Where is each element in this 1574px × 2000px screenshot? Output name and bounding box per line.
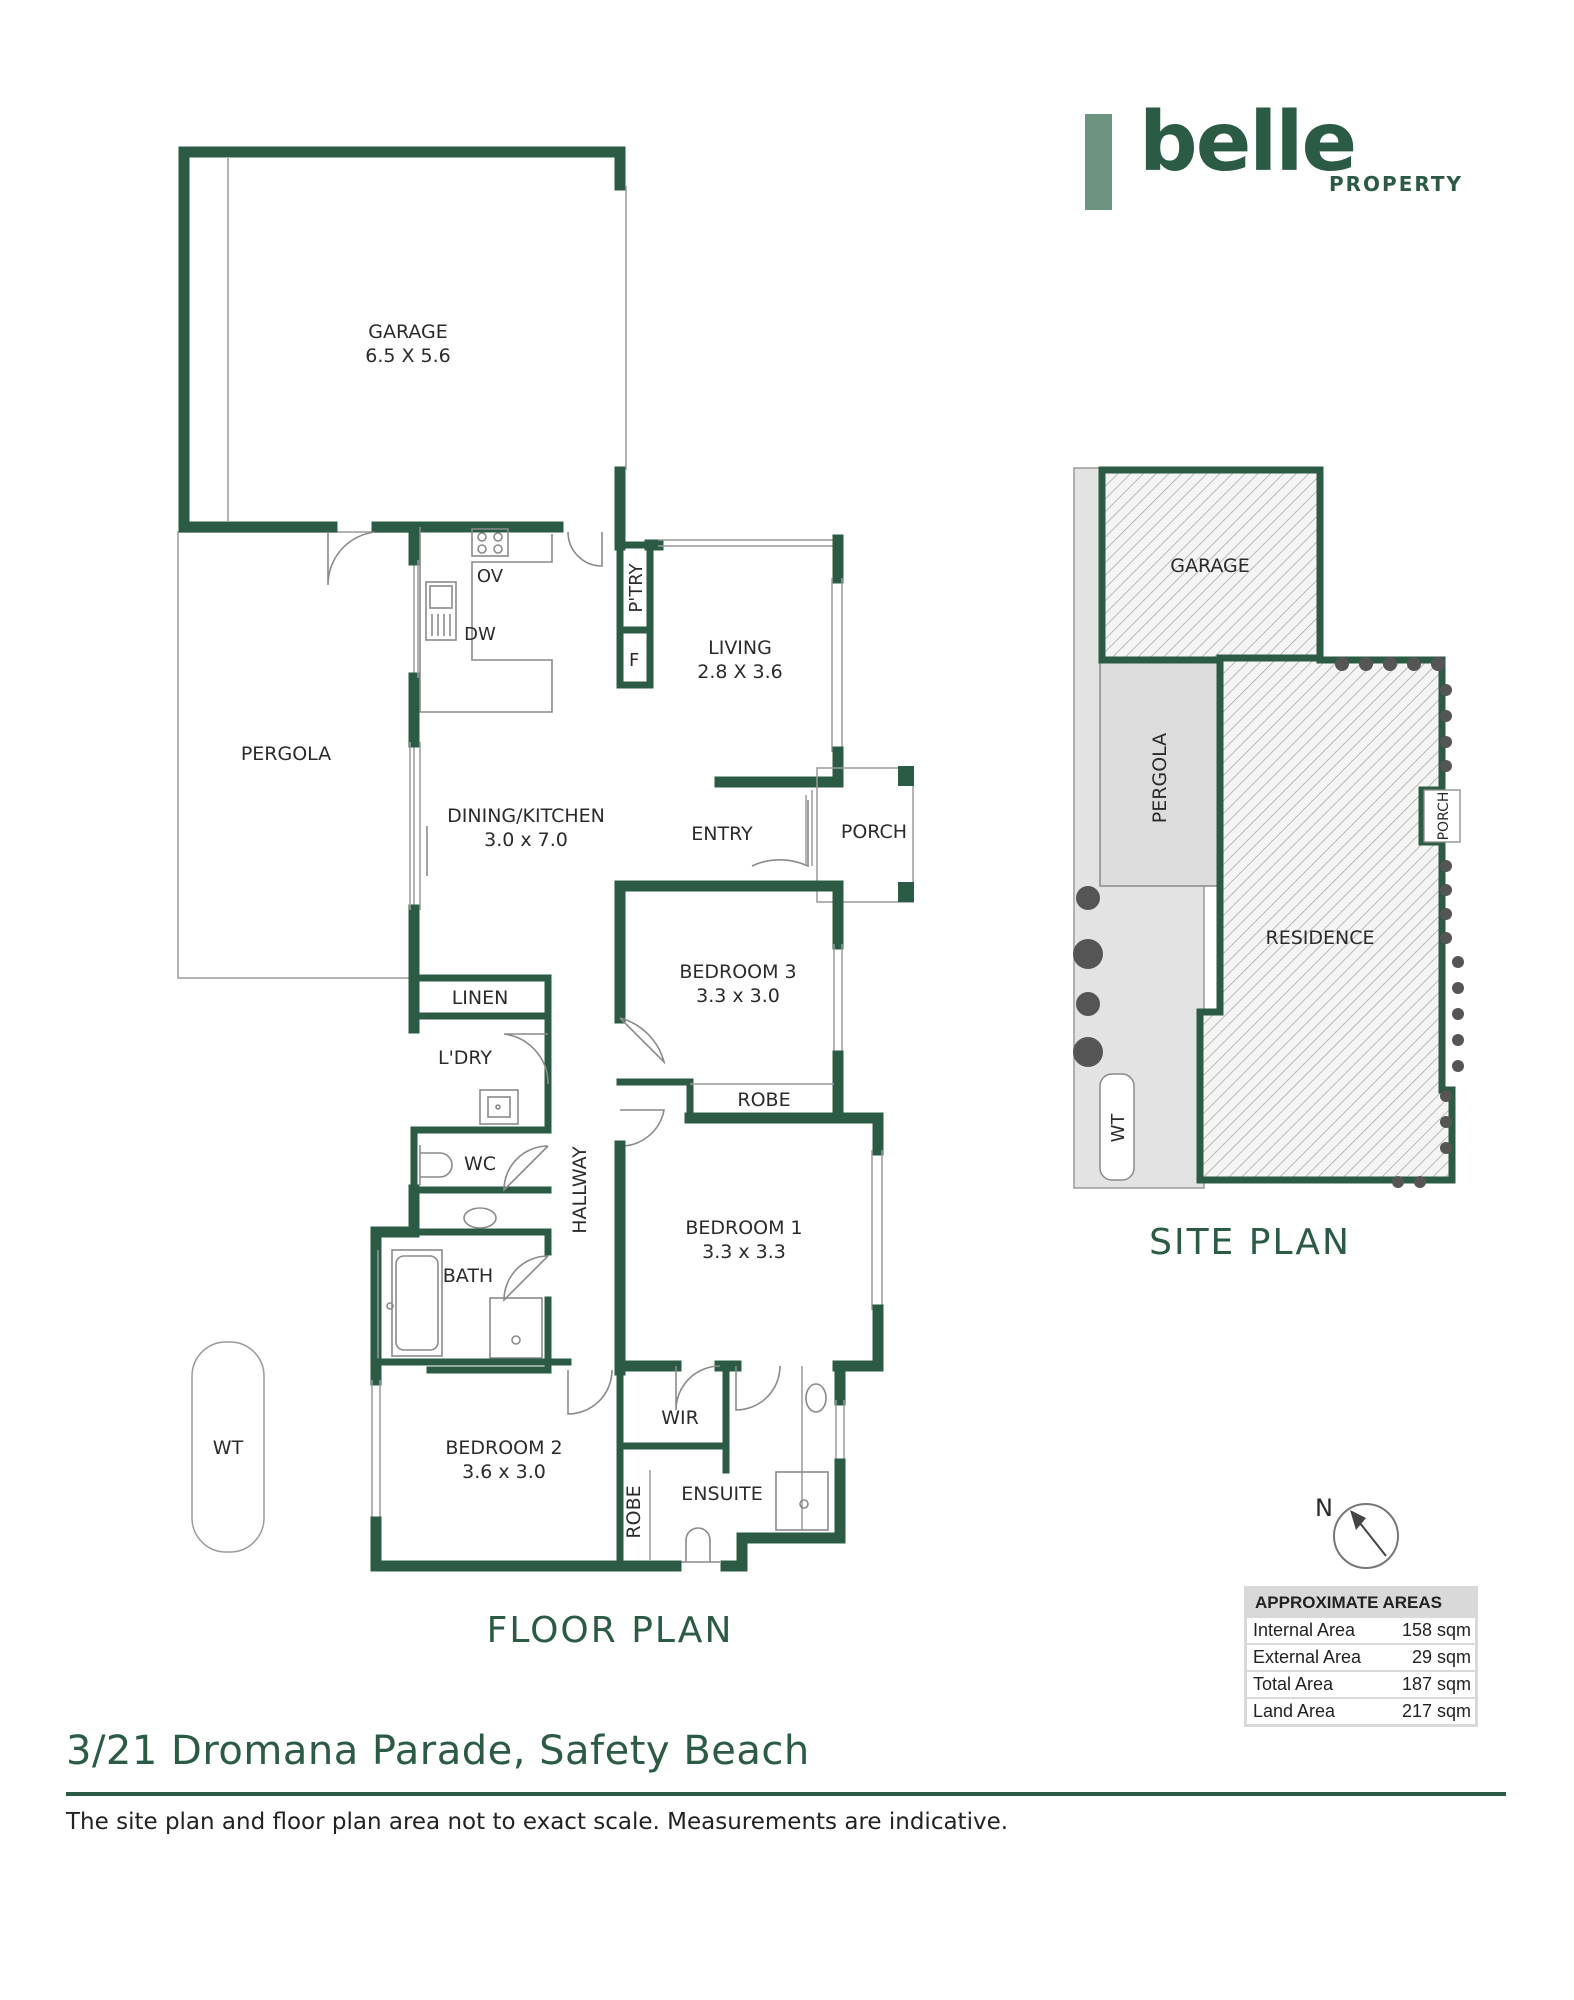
areas-row: Internal Area 158 sqm (1247, 1616, 1475, 1643)
label-bedroom1: BEDROOM 1 (685, 1217, 802, 1239)
label-laundry: L'DRY (438, 1047, 492, 1069)
wir-ensuite-walls (616, 1360, 846, 1572)
site-pergola (1099, 659, 1219, 887)
living-walls (644, 534, 844, 788)
areas-row: External Area 29 sqm (1247, 1643, 1475, 1670)
garage-doors (327, 531, 603, 586)
areas-table: APPROXIMATE AREAS Internal Area 158 sqm E… (1244, 1586, 1478, 1727)
hallway (614, 1109, 665, 1376)
bath-walls (370, 1184, 552, 1374)
label-porch: PORCH (841, 821, 907, 843)
disclaimer: The site plan and floor plan area not to… (66, 1809, 1009, 1835)
laundry-tub-icon (479, 1089, 519, 1125)
label-pergola: PERGOLA (241, 743, 331, 765)
toilet-icon (420, 1152, 453, 1178)
label-fridge: F (629, 650, 639, 671)
label-oven: OV (477, 566, 504, 587)
north-label: N (1315, 1494, 1333, 1522)
site-label-water-tank: WT (1108, 1113, 1129, 1143)
water-tank (191, 1341, 265, 1553)
label-ensuite: ENSUITE (681, 1483, 762, 1505)
site-label-porch: PORCH (1436, 792, 1452, 841)
basin-icon (463, 1207, 497, 1229)
label-living-dims: 2.8 X 3.6 (697, 661, 783, 683)
label-wir: WIR (661, 1407, 699, 1429)
dining-kitchen-walls (408, 521, 428, 1034)
address-divider (66, 1792, 1506, 1796)
floor-plan-title: FLOOR PLAN (487, 1610, 734, 1651)
site-porch (1423, 789, 1461, 843)
site-label-garage: GARAGE (1170, 555, 1250, 577)
floor-plan: GARAGE 6.5 X 5.6 PERGOLA LIVING 2.8 X 3.… (177, 146, 914, 1651)
areas-label: Land Area (1253, 1701, 1336, 1721)
label-bedroom1-dims: 3.3 x 3.3 (702, 1241, 786, 1263)
bathtub-icon (391, 1249, 443, 1357)
ensuite-toilet-icon (685, 1527, 711, 1562)
areas-value: 29 sqm (1411, 1647, 1471, 1667)
label-hallway: HALLWAY (569, 1146, 591, 1234)
site-shrubs (1073, 657, 1464, 1188)
areas-label: External Area (1253, 1647, 1362, 1667)
label-living: LIVING (708, 637, 772, 659)
label-entry: ENTRY (691, 823, 753, 845)
site-label-residence: RESIDENCE (1266, 927, 1375, 949)
label-bedroom3: BEDROOM 3 (679, 961, 796, 983)
site-water-tank (1099, 1073, 1135, 1181)
ensuite-basin-icon (805, 1383, 827, 1413)
kitchen-bench (419, 527, 553, 713)
areas-value: 187 sqm (1401, 1674, 1471, 1694)
label-wc: WC (464, 1153, 496, 1175)
label-bedroom2-dims: 3.6 x 3.0 (462, 1461, 546, 1483)
label-bedroom3-dims: 3.3 x 3.0 (696, 985, 780, 1007)
site-label-pergola: PERGOLA (1149, 733, 1171, 823)
label-garage: GARAGE (368, 321, 448, 343)
garage-walls (178, 146, 627, 551)
site-plan-title: SITE PLAN (1149, 1222, 1351, 1263)
areas-heading: APPROXIMATE AREAS (1247, 1589, 1475, 1616)
logo-subtitle: PROPERTY (1329, 172, 1464, 196)
logo-bar (1085, 114, 1112, 210)
shower-icon (489, 1297, 543, 1359)
label-dishwasher: DW (464, 624, 496, 645)
areas-value: 158 sqm (1401, 1620, 1471, 1640)
brand-logo: belle PROPERTY (1085, 102, 1465, 212)
logo-wordmark: belle (1139, 95, 1357, 190)
bedroom2-walls (370, 1358, 682, 1572)
label-dining-kitchen: DINING/KITCHEN (447, 805, 605, 827)
areas-row: Total Area 187 sqm (1247, 1670, 1475, 1697)
sink-icon (425, 581, 457, 641)
label-bath: BATH (443, 1265, 493, 1287)
areas-row: Land Area 217 sqm (1247, 1697, 1475, 1724)
site-garage (1102, 470, 1320, 660)
property-address: 3/21 Dromana Parade, Safety Beach (66, 1728, 810, 1774)
label-pantry: P'TRY (626, 562, 647, 612)
north-arrow: N (1315, 1494, 1399, 1569)
label-garage-dims: 6.5 X 5.6 (365, 345, 451, 367)
cooktop-icon (471, 528, 509, 557)
compass-icon (1333, 1503, 1399, 1569)
ensuite-shower-icon (775, 1471, 829, 1531)
label-water-tank: WT (213, 1437, 244, 1459)
label-bedroom2: BEDROOM 2 (445, 1437, 562, 1459)
entry-porch (751, 766, 914, 903)
label-linen: LINEN (452, 987, 509, 1009)
pantry-fridge (616, 541, 654, 689)
label-robe2: ROBE (623, 1485, 645, 1538)
site-plan: GARAGE PERGOLA RESIDENCE PORCH WT SITE P… (1073, 466, 1464, 1263)
label-dining-kitchen-dims: 3.0 x 7.0 (484, 829, 568, 851)
site-residence (1200, 658, 1452, 1180)
areas-label: Total Area (1253, 1674, 1334, 1694)
areas-value: 217 sqm (1401, 1701, 1471, 1721)
label-robe3: ROBE (737, 1089, 790, 1111)
areas-label: Internal Area (1253, 1620, 1356, 1640)
